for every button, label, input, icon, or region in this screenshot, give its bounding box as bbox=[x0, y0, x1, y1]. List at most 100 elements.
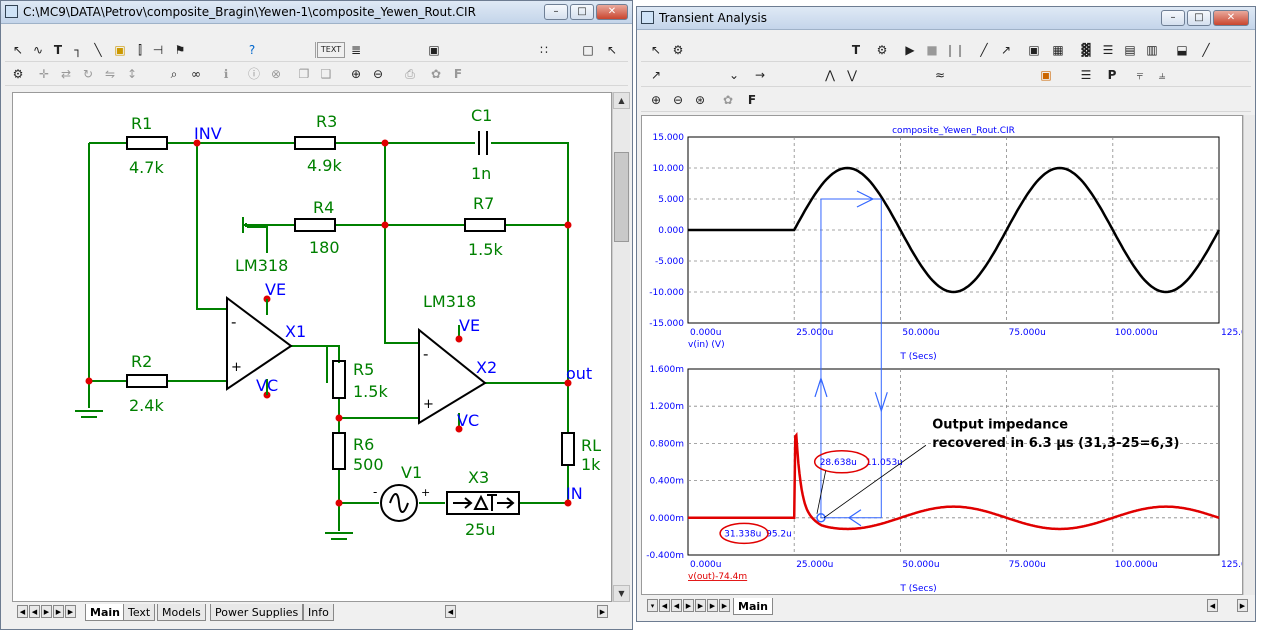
scroll-down-icon[interactable]: ▼ bbox=[613, 585, 630, 602]
warning-icon[interactable]: ⓘ bbox=[247, 67, 260, 81]
next-tab-icon[interactable]: ▶ bbox=[41, 605, 52, 618]
schematic-titlebar[interactable]: C:\MC9\DATA\Petrov\composite_Bragin\Yewe… bbox=[1, 1, 632, 24]
end-tab-icon[interactable]: ▶ bbox=[695, 599, 706, 612]
table-icon[interactable]: ☰ bbox=[1102, 43, 1114, 57]
stop-icon[interactable]: ■ bbox=[926, 43, 938, 57]
wire-icon[interactable]: ∿ bbox=[32, 43, 44, 57]
maximize-button[interactable]: □ bbox=[570, 4, 594, 20]
schematic-vscroll[interactable]: ▲ ▼ bbox=[612, 92, 630, 602]
resistor-r3[interactable] bbox=[294, 136, 336, 150]
layout-icon[interactable]: ▤ bbox=[1124, 43, 1136, 57]
grid-icon[interactable]: ∷ bbox=[540, 43, 548, 57]
peak-icon[interactable]: ⌄ bbox=[728, 68, 740, 82]
flag-icon[interactable]: ⚑ bbox=[174, 43, 186, 57]
print-icon[interactable]: ⎙ bbox=[405, 67, 415, 81]
first-tab-icon[interactable]: ▾ bbox=[647, 599, 658, 612]
capacitor-c1[interactable] bbox=[478, 131, 488, 155]
end2-tab-icon[interactable]: ▶ bbox=[707, 599, 718, 612]
properties-icon[interactable]: ⚙ bbox=[12, 67, 24, 81]
stop-icon[interactable]: ⊗ bbox=[270, 67, 282, 81]
peak-valley-icon[interactable]: ⋀ bbox=[825, 68, 835, 82]
pause-icon[interactable]: ❙❙ bbox=[945, 43, 966, 57]
scroll-up-icon[interactable]: ▲ bbox=[613, 92, 630, 109]
resistor-r1[interactable] bbox=[126, 136, 168, 150]
pin-icon[interactable]: ▣ bbox=[428, 43, 440, 57]
bars-icon[interactable]: ▓ bbox=[1081, 43, 1091, 57]
analysis-tab-main[interactable]: Main bbox=[733, 598, 773, 615]
prev-tab-icon[interactable]: ◀ bbox=[29, 605, 40, 618]
close-button[interactable]: ✕ bbox=[596, 4, 628, 20]
binoculars-icon[interactable]: ∞ bbox=[191, 67, 201, 81]
cursor-mode-icon[interactable]: ↗ bbox=[650, 68, 662, 82]
hscroll-right-icon[interactable]: ▶ bbox=[1237, 599, 1248, 612]
hscroll-left-icon[interactable]: ◀ bbox=[1207, 599, 1218, 612]
resistor-r5[interactable] bbox=[332, 360, 346, 399]
global-high-icon[interactable]: ≈ bbox=[934, 68, 946, 82]
analysis-titlebar[interactable]: Transient Analysis – □ ✕ bbox=[637, 7, 1255, 30]
zoom-in-icon[interactable]: ⊕ bbox=[350, 67, 362, 81]
node-numbers-icon[interactable]: ≣ bbox=[350, 43, 362, 57]
split-icon[interactable]: ▥ bbox=[1146, 43, 1158, 57]
diagonal-wire-icon[interactable]: ╲ bbox=[94, 43, 102, 57]
tab-power-supplies[interactable]: Power Supplies bbox=[210, 604, 304, 621]
delay-x3[interactable] bbox=[446, 491, 520, 515]
resistor-icon[interactable]: ⫿ bbox=[138, 43, 142, 57]
tab-info[interactable]: Info bbox=[303, 604, 334, 621]
paste-icon[interactable]: ❑ bbox=[320, 67, 332, 81]
bottom-panel-icon[interactable]: ⬓ bbox=[1176, 43, 1188, 57]
tab-main[interactable]: Main bbox=[85, 604, 125, 621]
info-icon[interactable]: ℹ bbox=[223, 67, 229, 81]
tab-text[interactable]: Text bbox=[123, 604, 156, 621]
source-v1[interactable] bbox=[380, 484, 418, 522]
opamp-x2[interactable] bbox=[418, 327, 487, 425]
minimize-button[interactable]: – bbox=[544, 4, 568, 20]
opamp-x1[interactable] bbox=[226, 296, 293, 391]
component-icon[interactable]: ⚙ bbox=[672, 43, 684, 57]
last-tab-icon[interactable]: ▶ bbox=[53, 605, 64, 618]
resistor-rl[interactable] bbox=[561, 432, 575, 466]
font-icon[interactable]: F bbox=[747, 93, 757, 107]
flip-icon[interactable]: ⇋ bbox=[104, 67, 116, 81]
arrow-line-icon[interactable]: ↗ bbox=[1000, 43, 1012, 57]
resistor-r6[interactable] bbox=[332, 432, 346, 470]
step-icon[interactable]: ↕ bbox=[126, 67, 138, 81]
end3-tab-icon[interactable]: ▶ bbox=[719, 599, 730, 612]
analysis-close-button[interactable]: ✕ bbox=[1213, 10, 1249, 26]
analysis-vscroll[interactable] bbox=[1243, 115, 1255, 595]
next-point-icon[interactable]: → bbox=[754, 68, 766, 82]
line-icon[interactable]: ╱ bbox=[980, 43, 988, 57]
select-arrow-icon[interactable]: ↖ bbox=[12, 43, 24, 57]
palette-icon[interactable]: ✿ bbox=[430, 67, 442, 81]
prev-tab-icon[interactable]: ◀ bbox=[659, 599, 670, 612]
text-tool-icon[interactable]: T bbox=[851, 43, 861, 57]
tag-y-icon[interactable]: ⫨ bbox=[1158, 68, 1166, 82]
zoom-fit-icon[interactable]: ⊛ bbox=[694, 93, 706, 107]
tab-models[interactable]: Models bbox=[157, 604, 206, 621]
mirror-icon[interactable]: ⇄ bbox=[60, 67, 72, 81]
text-mode-button[interactable]: TEXT bbox=[317, 42, 345, 58]
copy-icon[interactable]: ❐ bbox=[298, 67, 310, 81]
pointer-help-icon[interactable]: ↖ bbox=[606, 43, 618, 57]
grid-icon[interactable]: ▦ bbox=[1052, 43, 1064, 57]
capacitor-icon[interactable]: ⊣ bbox=[152, 43, 164, 57]
hscroll-right-icon[interactable]: ▶ bbox=[597, 605, 608, 618]
last-tab-icon[interactable]: ▶ bbox=[683, 599, 694, 612]
end-tab-icon[interactable]: ▶ bbox=[65, 605, 76, 618]
next-tab-icon[interactable]: ◀ bbox=[671, 599, 682, 612]
zoom-out-icon[interactable]: ⊖ bbox=[672, 93, 684, 107]
table-icon[interactable]: ☰ bbox=[1080, 68, 1092, 82]
hscroll-left-icon[interactable]: ◀ bbox=[445, 605, 456, 618]
rotate-icon[interactable]: ↻ bbox=[82, 67, 94, 81]
color-icon[interactable]: ▣ bbox=[1040, 68, 1052, 82]
resistor-r2[interactable] bbox=[126, 374, 168, 388]
help-icon[interactable]: ? bbox=[248, 43, 256, 57]
valley-icon[interactable]: ⋁ bbox=[847, 68, 857, 82]
move-icon[interactable]: ✛ bbox=[38, 67, 50, 81]
trace-icon[interactable]: ╱ bbox=[1202, 43, 1210, 57]
cursor-point[interactable] bbox=[816, 513, 826, 523]
properties-icon[interactable]: ⚙ bbox=[876, 43, 888, 57]
window-icon[interactable]: □ bbox=[582, 43, 594, 57]
first-tab-icon[interactable]: ◀ bbox=[17, 605, 28, 618]
